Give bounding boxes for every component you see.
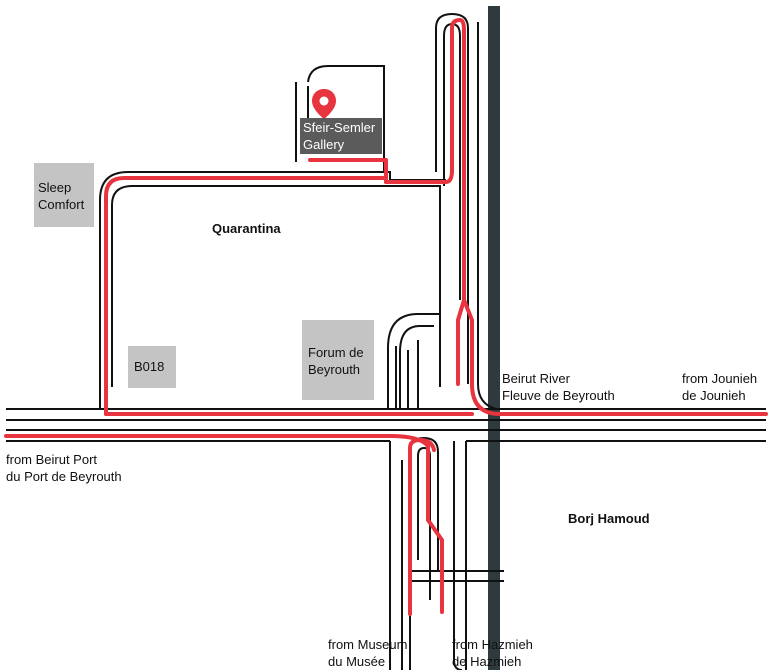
place-forum-line1: Forum de: [308, 345, 364, 360]
direction-from-museum: from Museum du Musée: [328, 636, 407, 670]
destination-card[interactable]: Sfeir-Semler Gallery: [300, 118, 382, 154]
direction-museum-line2: du Musée: [328, 654, 386, 669]
route-path: [4, 18, 768, 616]
river-label-line1: Beirut River: [502, 371, 570, 386]
route-gallery: [308, 158, 388, 184]
road-network: [6, 12, 766, 670]
place-b018: B018: [128, 346, 176, 388]
destination-name-line1: Sfeir-Semler: [303, 120, 376, 135]
direction-jounieh-line1: from Jounieh: [682, 371, 758, 386]
direction-port-line2: du Port de Beyrouth: [6, 469, 122, 484]
direction-museum-line1: from Museum: [328, 637, 408, 652]
direction-from-jounieh: from Jounieh de Jounieh: [682, 370, 757, 404]
road-north-vertical: [435, 12, 469, 384]
road-river-side: [477, 22, 497, 410]
road-west-loop-inner: [111, 185, 441, 387]
road-gallery-curve: [307, 65, 385, 172]
destination-name-line2: Gallery: [303, 137, 345, 152]
direction-from-hazmieh: from Hazmieh de Hazmieh: [452, 636, 533, 670]
road-south-loop: [409, 436, 439, 670]
direction-port-line1: from Beirut Port: [6, 452, 98, 467]
river-label: Beirut River Fleuve de Beyrouth: [502, 370, 615, 404]
direction-hazmieh-line1: from Hazmieh: [452, 637, 533, 652]
river: [488, 6, 500, 670]
road-west-loop-outer: [99, 171, 446, 409]
place-forum-de-beyrouth: Forum de Beyrouth: [302, 320, 374, 400]
place-sleep-comfort: Sleep Comfort: [34, 163, 94, 227]
route-south: [408, 438, 436, 616]
area-quarantina: Quarantina: [212, 221, 281, 236]
route-loop-up: [456, 298, 466, 386]
road-ramp: [387, 313, 440, 409]
place-sleep-line1: Sleep: [38, 180, 72, 195]
direction-hazmieh-line2: de Hazmieh: [452, 654, 522, 669]
route-west: [104, 18, 768, 416]
road-ramp-inner: [399, 325, 434, 409]
place-forum-line2: Beyrouth: [308, 362, 361, 377]
direction-jounieh-line2: de Jounieh: [682, 388, 746, 403]
river-label-line2: Fleuve de Beyrouth: [502, 388, 615, 403]
place-b018-label: B018: [134, 359, 165, 374]
map-pin-icon[interactable]: [311, 88, 337, 120]
place-sleep-line2: Comfort: [38, 197, 85, 212]
area-borj-hamoud: Borj Hamoud: [568, 511, 650, 526]
direction-from-beirut-port: from Beirut Port du Port de Beyrouth: [6, 451, 122, 485]
